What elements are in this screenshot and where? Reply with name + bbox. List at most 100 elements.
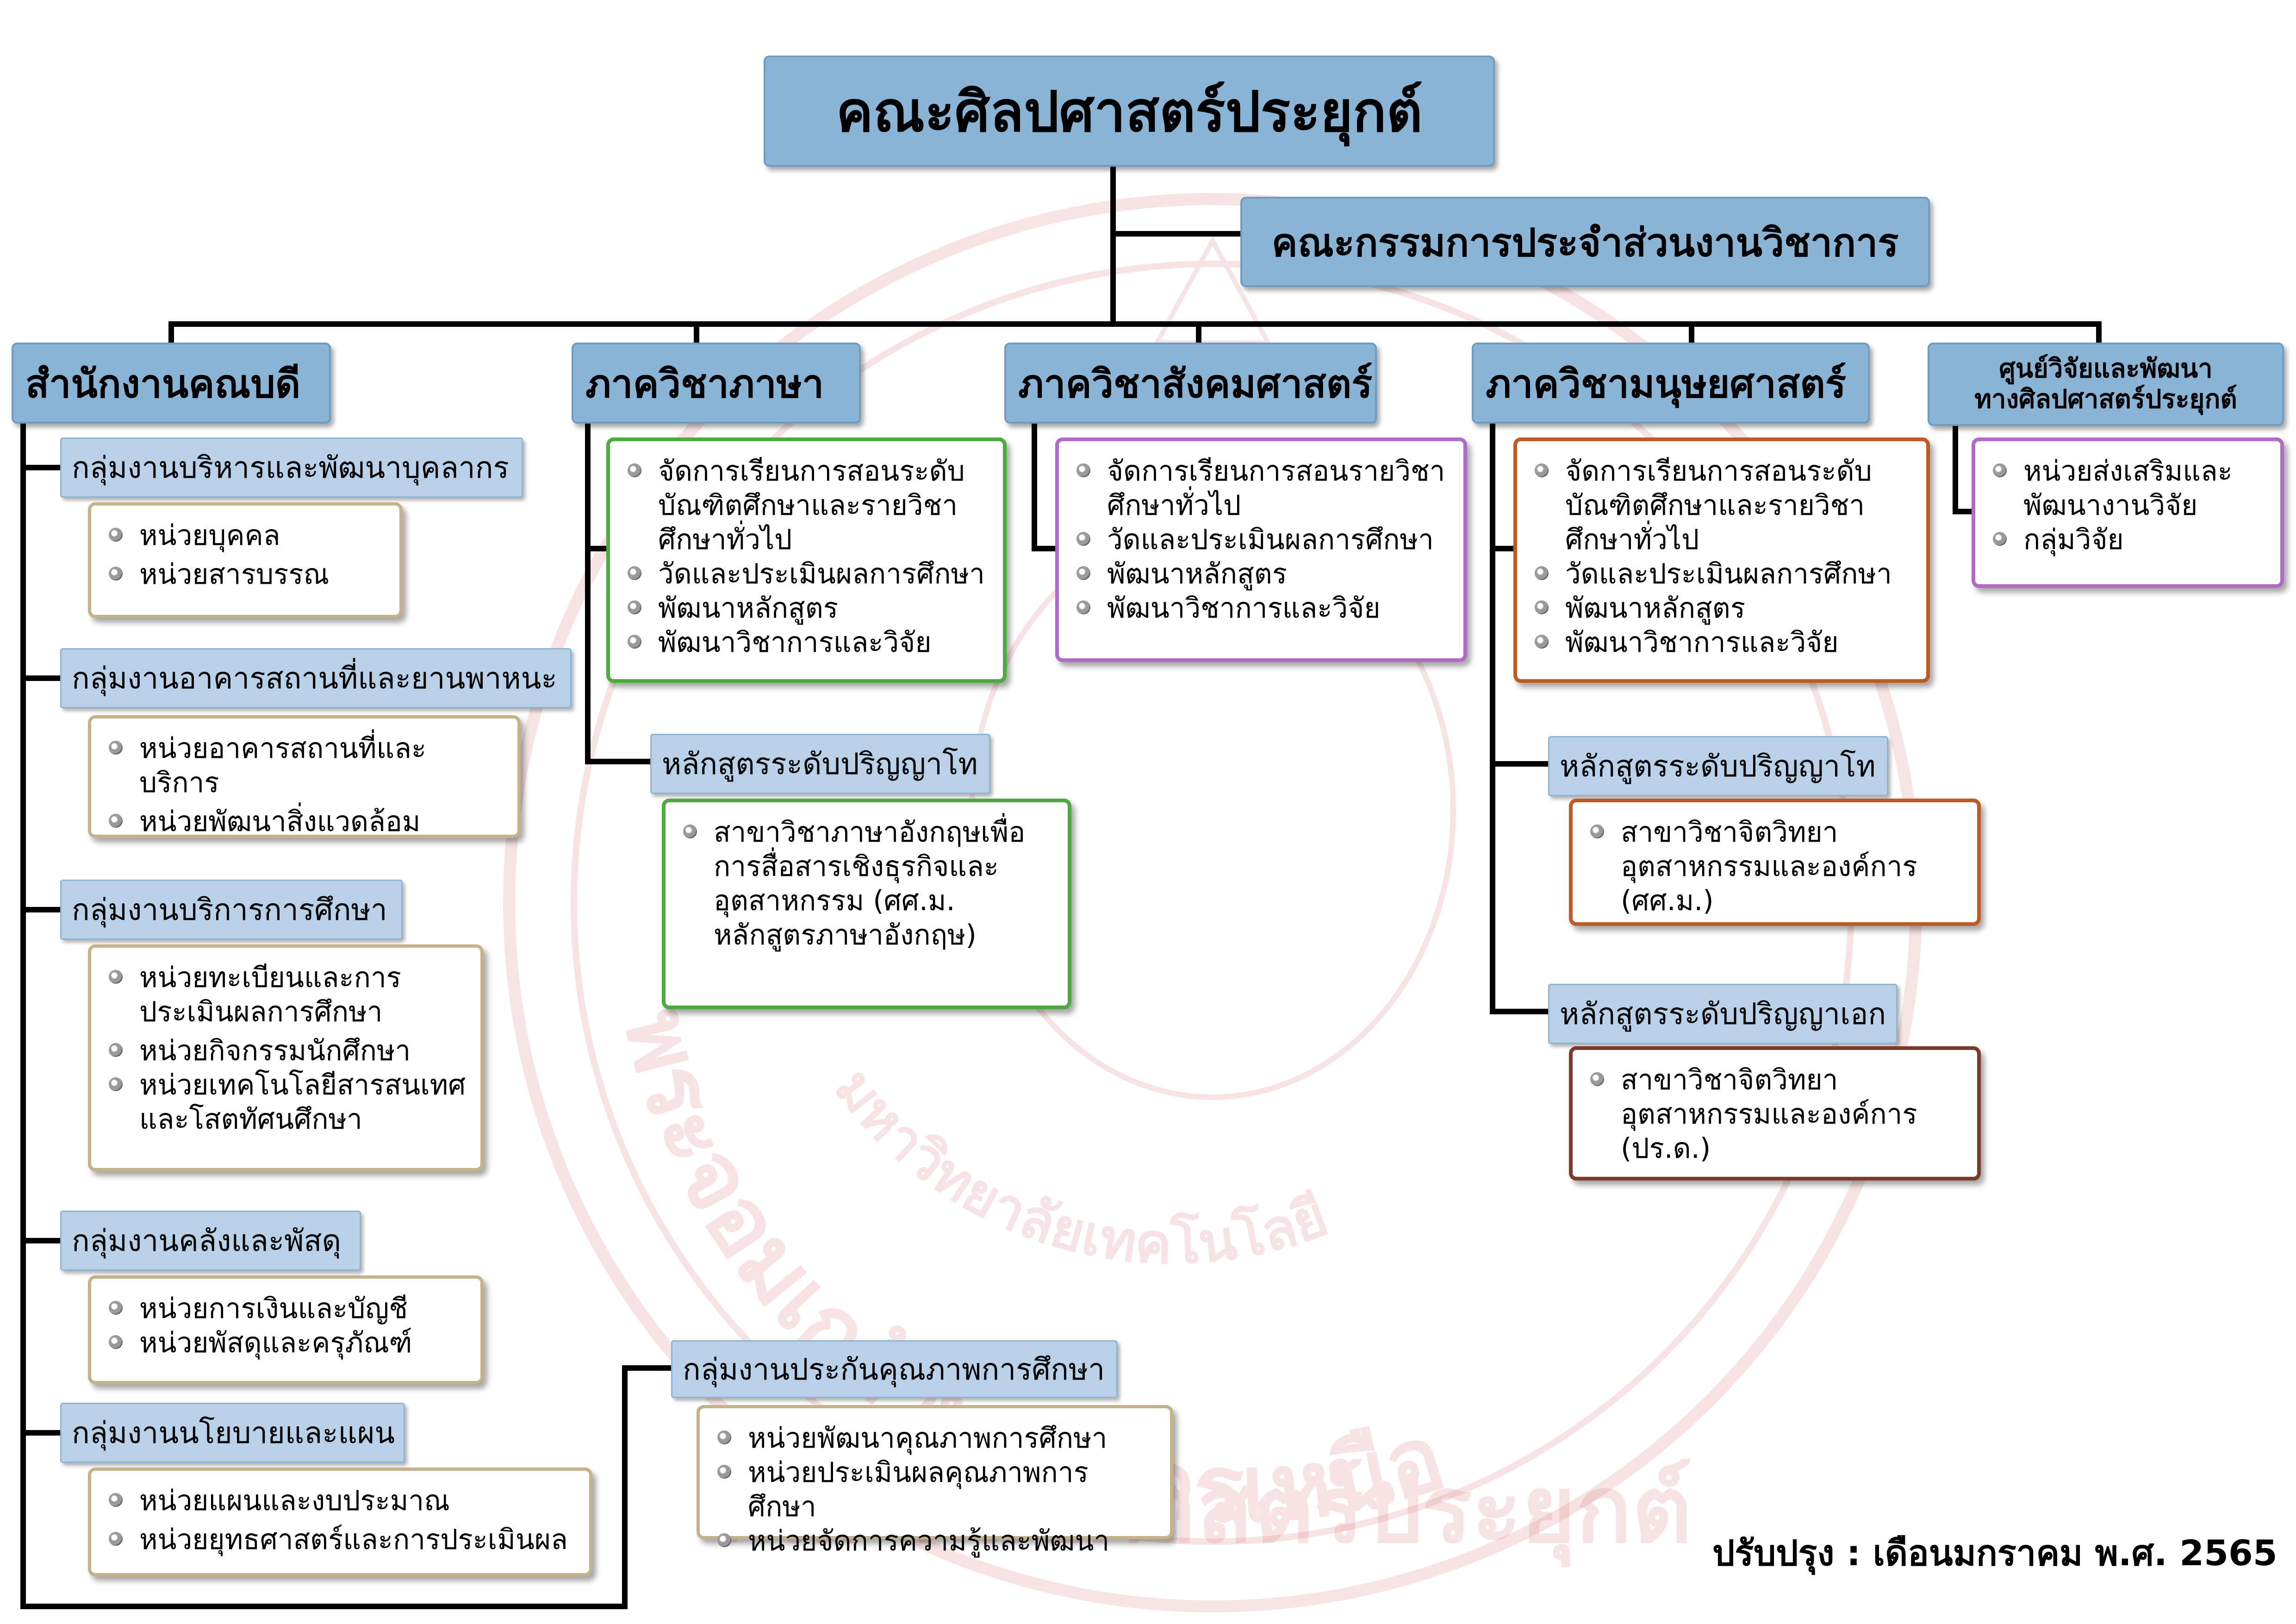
units-personnel: หน่วยบุคคล หน่วยสารบรรณ	[88, 502, 403, 618]
dept-humanities-header: ภาควิชามนุษยศาสตร์	[1472, 343, 1870, 424]
group-finance: กลุ่มงานคลังและพัสดุ	[60, 1211, 361, 1271]
humanities-masters-header: หลักสูตรระดับปริญญาโท	[1548, 736, 1888, 796]
bullet-icon	[1535, 600, 1549, 614]
units-finance: หน่วยการเงินและบัญชี หน่วยพัสดุและครุภัณ…	[88, 1275, 484, 1384]
bullet-icon	[1076, 463, 1090, 477]
group-qa-label: กลุ่มงานประกันคุณภาพการศึกษา	[683, 1352, 1105, 1387]
dept-humanities-label: ภาควิชามนุษยศาสตร์	[1486, 361, 1846, 406]
dean-office-header: สำนักงานคณบดี	[12, 343, 331, 424]
dept-social-header: ภาควิชาสังคมศาสตร์	[1004, 343, 1377, 424]
bullet-icon	[717, 1430, 731, 1444]
list-item: หน่วยกิจกรรมนักศึกษา	[105, 1034, 467, 1068]
list-item: จัดการเรียนการสอนระดับบัณฑิตศึกษาและรายว…	[1531, 454, 1912, 557]
list-item: หน่วยบุคคล	[105, 518, 386, 553]
bullet-icon	[109, 1335, 123, 1349]
list-item: หน่วยพัฒนาสิ่งแวดล้อม	[105, 805, 504, 839]
list-item: วัดและประเมินผลการศึกษา	[1073, 523, 1450, 557]
list-item: สาขาวิชาภาษาอังกฤษเพื่อการสื่อสารเชิงธุร…	[679, 815, 1054, 952]
dept-humanities-duties: จัดการเรียนการสอนระดับบัณฑิตศึกษาและรายว…	[1513, 437, 1930, 683]
faculty-title-text: คณะศิลปศาสตร์ประยุกต์	[836, 80, 1423, 144]
list-item: หน่วยเทคโนโลยีสารสนเทศและโสตทัศนศึกษา	[105, 1068, 467, 1137]
dept-social-label: ภาควิชาสังคมศาสตร์	[1018, 361, 1373, 406]
bullet-icon	[1590, 1072, 1604, 1086]
dept-language-duties: จัดการเรียนการสอนระดับบัณฑิตศึกษาและรายว…	[606, 437, 1007, 683]
bullet-icon	[109, 970, 123, 984]
list-item: หน่วยพัสดุและครุภัณฑ์	[105, 1326, 467, 1360]
faculty-title: คณะศิลปศาสตร์ประยุกต์	[764, 56, 1495, 167]
bullet-icon	[1993, 532, 2007, 546]
list-item: พัฒนาหลักสูตร	[1531, 591, 1912, 625]
humanities-masters-label: หลักสูตรระดับปริญญาโท	[1560, 750, 1876, 784]
bullet-icon	[109, 1493, 123, 1507]
bullet-icon	[109, 567, 123, 581]
group-personnel: กลุ่มงานบริหารและพัฒนาบุคลากร	[60, 437, 523, 498]
list-item: หน่วยประเมินผลคุณภาพการศึกษา	[714, 1455, 1156, 1524]
group-policy-label: กลุ่มงานนโยบายและแผน	[72, 1416, 395, 1450]
list-item: จัดการเรียนการสอนระดับบัณฑิตศึกษาและรายว…	[624, 454, 989, 557]
bullet-icon	[109, 1532, 123, 1546]
group-education-service: กลุ่มงานบริการการศึกษา	[60, 880, 403, 940]
language-masters-programs: สาขาวิชาภาษาอังกฤษเพื่อการสื่อสารเชิงธุร…	[662, 799, 1071, 1009]
bullet-icon	[628, 463, 641, 477]
dept-social-duties: จัดการเรียนการสอนรายวิชาศึกษาทั่วไป วัดแ…	[1055, 437, 1467, 662]
units-quality-assurance: หน่วยพัฒนาคุณภาพการศึกษา หน่วยประเมินผลค…	[697, 1405, 1173, 1557]
list-item: กลุ่มวิจัย	[1989, 523, 2266, 557]
humanities-doctoral-programs: สาขาวิชาจิตวิทยาอุตสาหกรรมและองค์การ (ปร…	[1569, 1046, 1981, 1181]
bullet-icon	[109, 814, 123, 828]
list-item: หน่วยส่งเสริมและพัฒนางานวิจัย	[1989, 454, 2266, 523]
committee-box: คณะกรรมการประจำส่วนงานวิชาการ	[1240, 197, 1930, 287]
group-building-label: กลุ่มงานอาคารสถานที่และยานพาหนะ	[72, 662, 557, 696]
list-item: หน่วยการเงินและบัญชี	[105, 1292, 467, 1326]
bullet-icon	[109, 741, 123, 755]
units-education-service: หน่วยทะเบียนและการ ประเมินผลการศึกษา หน่…	[88, 944, 484, 1171]
updated-note: ปรับปรุง : เดือนมกราคม พ.ศ. 2565	[1712, 1532, 2277, 1574]
bullet-icon	[1076, 532, 1090, 546]
list-item: หน่วยทะเบียนและการ ประเมินผลการศึกษา	[105, 961, 467, 1029]
humanities-masters-programs: สาขาวิชาจิตวิทยาอุตสาหกรรมและองค์การ (ศศ…	[1569, 799, 1981, 926]
list-item: หน่วยแผนและงบประมาณ	[105, 1484, 575, 1518]
dean-office-label: สำนักงานคณบดี	[25, 361, 301, 406]
bullet-icon	[628, 600, 641, 614]
research-center-label-line1: ศูนย์วิจัยและพัฒนา	[1999, 354, 2213, 384]
list-item: วัดและประเมินผลการศึกษา	[624, 557, 989, 591]
group-building: กลุ่มงานอาคารสถานที่และยานพาหนะ	[60, 648, 572, 708]
group-quality-assurance: กลุ่มงานประกันคุณภาพการศึกษา	[671, 1340, 1118, 1398]
bullet-icon	[717, 1465, 731, 1479]
bullet-icon	[1076, 600, 1090, 614]
units-policy: หน่วยแผนและงบประมาณ หน่วยยุทธศาสตร์และกา…	[88, 1468, 592, 1576]
group-policy: กลุ่มงานนโยบายและแผน	[60, 1403, 405, 1463]
group-personnel-label: กลุ่มงานบริหารและพัฒนาบุคลากร	[72, 451, 509, 485]
bullet-icon	[1590, 824, 1604, 838]
bullet-icon	[109, 1077, 123, 1091]
list-item: สาขาวิชาจิตวิทยาอุตสาหกรรมและองค์การ (ปร…	[1587, 1063, 1963, 1166]
group-education-service-label: กลุ่มงานบริการการศึกษา	[72, 893, 387, 927]
language-masters-label: หลักสูตรระดับปริญญาโท	[662, 747, 978, 781]
list-item: พัฒนาวิชาการและวิจัย	[1531, 625, 1912, 660]
dept-language-label: ภาควิชาภาษา	[585, 361, 824, 406]
bullet-icon	[1076, 566, 1090, 580]
bullet-icon	[683, 824, 697, 838]
humanities-doctoral-header: หลักสูตรระดับปริญญาเอก	[1548, 984, 1898, 1044]
research-center-label-line2: ทางศิลปศาสตร์ประยุกต์	[1974, 384, 2237, 414]
research-center-units: หน่วยส่งเสริมและพัฒนางานวิจัย กลุ่มวิจัย	[1972, 437, 2284, 588]
group-finance-label: กลุ่มงานคลังและพัสดุ	[72, 1224, 342, 1258]
bullet-icon	[1535, 635, 1549, 649]
bullet-icon	[1535, 566, 1549, 580]
list-item: หน่วยพัฒนาคุณภาพการศึกษา	[714, 1421, 1156, 1455]
list-item: หน่วยสารบรรณ	[105, 557, 386, 592]
list-item: พัฒนาหลักสูตร	[1073, 557, 1450, 591]
bullet-icon	[717, 1533, 731, 1547]
humanities-doctoral-label: หลักสูตรระดับปริญญาเอก	[1560, 997, 1886, 1031]
language-masters-header: หลักสูตรระดับปริญญาโท	[650, 734, 990, 794]
bullet-icon	[109, 1301, 123, 1315]
bullet-icon	[109, 528, 123, 542]
list-item: พัฒนาหลักสูตร	[624, 591, 989, 625]
list-item: วัดและประเมินผลการศึกษา	[1531, 557, 1912, 591]
list-item: หน่วยยุทธศาสตร์และการประเมินผล	[105, 1523, 575, 1557]
research-center-header: ศูนย์วิจัยและพัฒนา ทางศิลปศาสตร์ประยุกต์	[1928, 343, 2284, 426]
list-item: หน่วยจัดการความรู้และพัฒนา	[714, 1524, 1156, 1558]
list-item: สาขาวิชาจิตวิทยาอุตสาหกรรมและองค์การ (ศศ…	[1587, 815, 1963, 918]
units-building: หน่วยอาคารสถานที่และบริการ หน่วยพัฒนาสิ่…	[88, 715, 521, 838]
